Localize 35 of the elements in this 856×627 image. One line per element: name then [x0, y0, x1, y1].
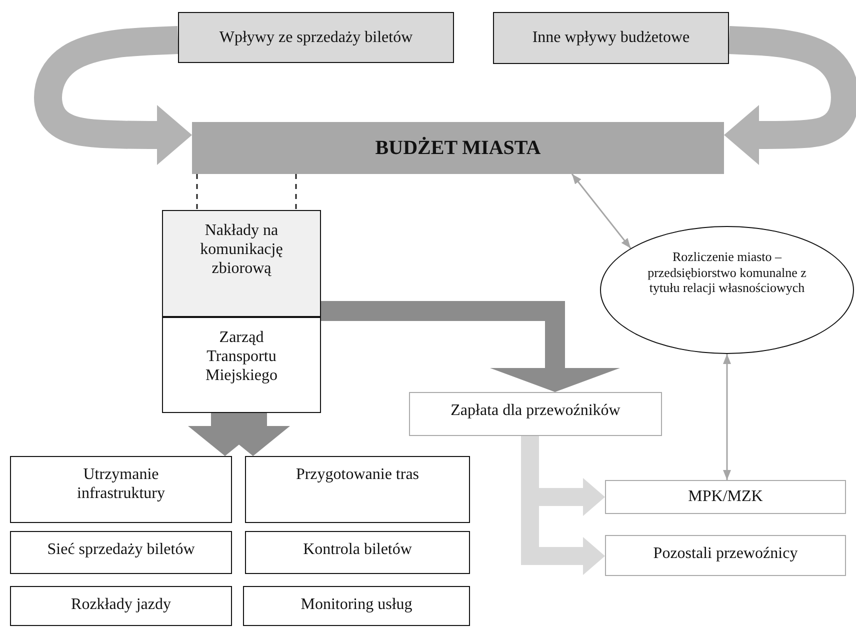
- process-box: [409, 392, 662, 436]
- node-text: Przygotowanie tras: [296, 465, 420, 484]
- node-text: BUDŻET MIASTA: [375, 136, 541, 160]
- node-text: Pozostali przewoźnicy: [653, 544, 798, 564]
- node-text: Kontrola biletów: [303, 540, 412, 560]
- double-arrow: [723, 354, 731, 480]
- node-text: Utrzymanie infrastruktury: [76, 465, 166, 504]
- node-text: Monitoring usług: [300, 595, 412, 614]
- process-box: [162, 210, 321, 317]
- income-box: [178, 12, 454, 63]
- process-box: [605, 480, 846, 514]
- dashed-line: [196, 174, 198, 210]
- process-box: [162, 317, 321, 413]
- block-arrow: [34, 26, 192, 165]
- block-arrow: [321, 301, 620, 392]
- process-box: [243, 586, 470, 626]
- process-box: [10, 531, 232, 574]
- node-text: Sieć sprzedaży biletów: [47, 540, 195, 560]
- node-text: Rozliczenie miasto – przedsiębiorstwo komunalne z tytułu relacji własnościowych: [646, 249, 808, 296]
- process-box: [245, 531, 470, 574]
- process-box: [245, 456, 470, 523]
- node-text: Nakłady na komunikację zbiorową: [199, 221, 284, 279]
- node-text: Zarząd Transportu Miejskiego: [204, 328, 278, 386]
- income-box: [493, 12, 729, 64]
- node-text: Wpływy ze sprzedaży biletów: [219, 28, 413, 48]
- process-box: [10, 586, 232, 626]
- process-box: [605, 535, 846, 576]
- node-text: Zapłata dla przewoźników: [450, 401, 620, 420]
- node-text: Inne wpływy budżetowe: [532, 28, 690, 48]
- dashed-line: [295, 174, 297, 210]
- budget-bar: [192, 122, 724, 174]
- process-box: [10, 456, 232, 523]
- double-arrow: [571, 174, 632, 249]
- node-text: MPK/MZK: [688, 487, 763, 507]
- node-text: Rozkłady jazdy: [71, 595, 171, 614]
